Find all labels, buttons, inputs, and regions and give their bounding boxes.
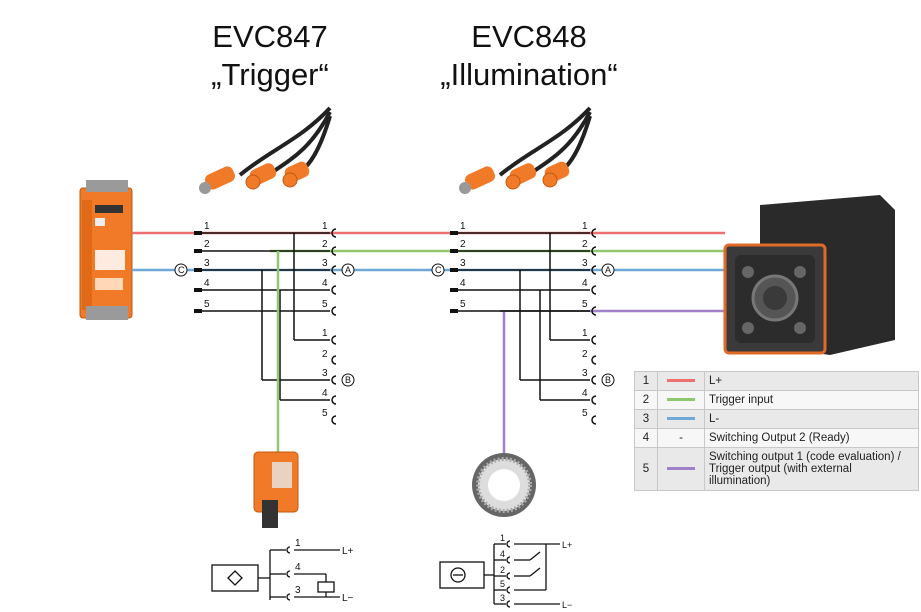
svg-text:3: 3 <box>460 258 466 269</box>
svg-text:L+: L+ <box>342 546 354 557</box>
svg-text:2: 2 <box>204 239 210 250</box>
svg-text:5: 5 <box>322 299 328 310</box>
legend-number: 4 <box>634 428 658 448</box>
sensor-schematic <box>211 546 340 601</box>
legend-label: Trigger input <box>704 390 919 410</box>
legend-row: 4-Switching Output 2 (Ready) <box>634 428 919 448</box>
title-evc847-role: „Trigger“ <box>211 57 329 92</box>
svg-text:1: 1 <box>460 221 466 232</box>
legend-row: 2 Trigger input <box>634 390 919 410</box>
svg-text:5: 5 <box>500 579 505 589</box>
svg-text:5: 5 <box>322 408 328 419</box>
ring-schematic-labels: 1 4 2 5 3 L+ L− <box>500 533 572 610</box>
sensor-schematic-labels: 1 4 3 L+ L− <box>295 538 354 604</box>
title-evc848: EVC848 „Illumination“ <box>419 18 639 94</box>
svg-text:1: 1 <box>204 221 210 232</box>
legend-label: Switching Output 2 (Ready) <box>704 428 919 448</box>
svg-text:L+: L+ <box>562 540 572 550</box>
svg-text:5: 5 <box>204 299 210 310</box>
legend-label: L+ <box>704 371 919 391</box>
svg-text:1: 1 <box>322 221 328 232</box>
svg-text:1: 1 <box>500 533 505 543</box>
legend-number: 2 <box>634 390 658 410</box>
svg-text:B: B <box>605 375 611 385</box>
svg-text:1: 1 <box>582 328 588 339</box>
svg-text:A: A <box>605 265 611 275</box>
port-labels: C A B C A B <box>174 263 615 387</box>
svg-text:4: 4 <box>322 388 328 399</box>
plug-tabs <box>194 231 458 313</box>
legend-color-line <box>667 398 695 402</box>
svg-text:5: 5 <box>460 299 466 310</box>
svg-text:5: 5 <box>582 299 588 310</box>
legend-number: 3 <box>634 409 658 429</box>
legend-number: 5 <box>634 447 658 491</box>
legend-row: 5 Switching output 1 (code evaluation) / … <box>634 447 919 491</box>
svg-text:L−: L− <box>562 600 572 610</box>
svg-text:3: 3 <box>295 585 301 596</box>
pin-labels: 1 2 3 4 5 1 2 3 4 5 1 2 3 4 5 1 2 3 4 5 … <box>204 221 588 419</box>
title-evc847-model: EVC847 <box>212 19 328 54</box>
y-cable-icon <box>199 106 332 194</box>
splitter-left-wiring <box>196 232 330 401</box>
svg-text:4: 4 <box>295 562 301 573</box>
splitter-right-wiring <box>452 232 590 401</box>
ring-light-icon <box>472 453 536 517</box>
title-evc848-role: „Illumination“ <box>440 57 618 92</box>
legend-color-line <box>667 467 695 471</box>
trunk-wires <box>132 231 725 313</box>
svg-text:2: 2 <box>322 239 328 250</box>
title-evc848-model: EVC848 <box>471 19 587 54</box>
svg-text:1: 1 <box>295 538 301 549</box>
svg-text:L−: L− <box>342 593 354 604</box>
svg-text:2: 2 <box>582 349 588 360</box>
svg-text:4: 4 <box>204 278 210 289</box>
svg-text:2: 2 <box>582 239 588 250</box>
legend-number: 1 <box>634 371 658 391</box>
legend-label: Switching output 1 (code evaluation) / T… <box>704 447 919 491</box>
svg-text:C: C <box>435 265 442 275</box>
svg-text:4: 4 <box>582 388 588 399</box>
svg-text:A: A <box>345 265 351 275</box>
svg-text:C: C <box>178 265 185 275</box>
camera-icon <box>723 195 895 355</box>
svg-text:2: 2 <box>500 565 505 575</box>
svg-text:3: 3 <box>322 258 328 269</box>
socket-hooks <box>331 228 597 425</box>
svg-text:2: 2 <box>460 239 466 250</box>
photoelectric-sensor-icon <box>253 451 299 528</box>
legend-swatch <box>657 409 705 429</box>
legend-row: 1 L+ <box>634 371 919 391</box>
title-evc847: EVC847 „Trigger“ <box>160 18 380 94</box>
svg-text:1: 1 <box>582 221 588 232</box>
legend-swatch <box>657 390 705 410</box>
svg-text:4: 4 <box>322 278 328 289</box>
y-cable-icon <box>459 106 592 194</box>
legend-label: L- <box>704 409 919 429</box>
legend-color-line <box>667 379 695 383</box>
svg-text:3: 3 <box>204 258 210 269</box>
ring-schematic <box>439 540 560 608</box>
svg-text:4: 4 <box>582 278 588 289</box>
legend-swatch <box>657 447 705 491</box>
svg-text:3: 3 <box>322 368 328 379</box>
svg-text:4: 4 <box>500 549 505 559</box>
legend-swatch: - <box>657 428 705 448</box>
svg-text:4: 4 <box>460 278 466 289</box>
power-supply-icon <box>79 180 133 320</box>
svg-text:3: 3 <box>582 258 588 269</box>
legend-color-line <box>667 417 695 421</box>
svg-text:1: 1 <box>322 328 328 339</box>
legend-row: 3 L- <box>634 409 919 429</box>
svg-text:5: 5 <box>582 408 588 419</box>
svg-text:3: 3 <box>582 368 588 379</box>
svg-text:B: B <box>345 375 351 385</box>
svg-text:3: 3 <box>500 593 505 603</box>
legend-swatch <box>657 371 705 391</box>
svg-text:2: 2 <box>322 349 328 360</box>
